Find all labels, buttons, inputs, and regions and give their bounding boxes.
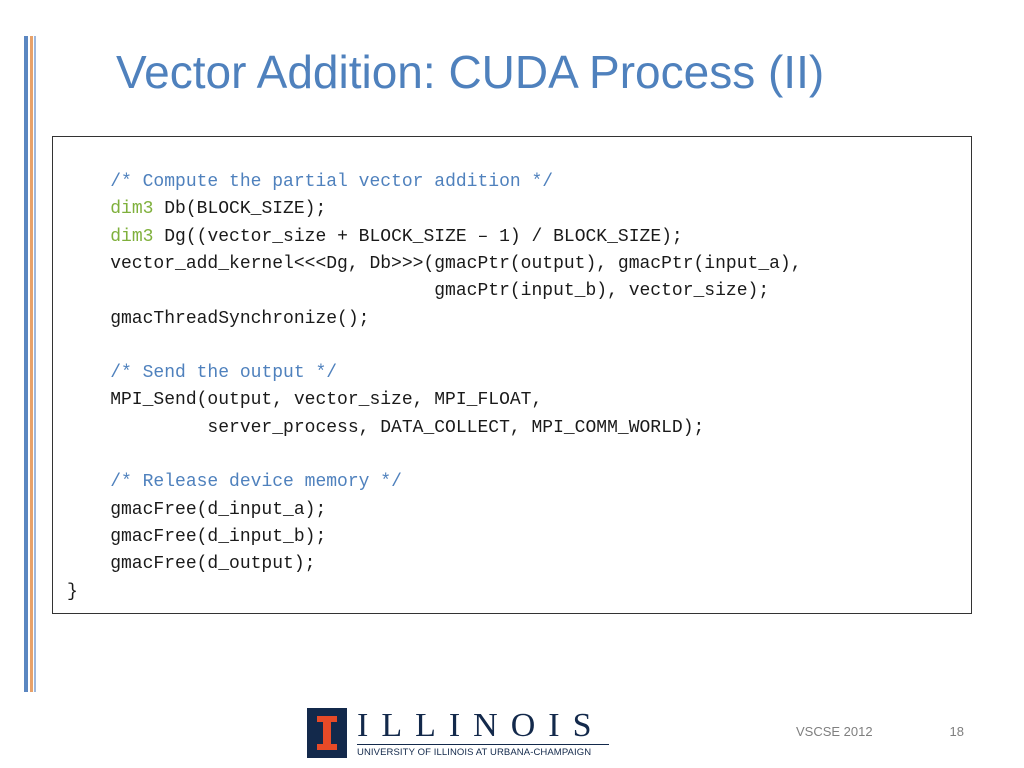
- code-text: server_process, DATA_COLLECT, MPI_COMM_W…: [67, 417, 705, 438]
- code-line: dim3 Db(BLOCK_SIZE);: [67, 196, 326, 223]
- side-bar-blue: [24, 36, 28, 692]
- code-text: [67, 227, 110, 247]
- code-text: [67, 199, 110, 219]
- code-text: }: [67, 581, 78, 602]
- code-line: gmacFree(d_input_b);: [67, 524, 326, 551]
- code-text: gmacFree(d_input_a);: [67, 499, 327, 520]
- logo-divider: [357, 744, 609, 745]
- page-number: 18: [949, 724, 964, 739]
- code-comment: /* Send the output */: [110, 363, 338, 384]
- illinois-block-i-icon: [307, 708, 347, 758]
- code-text: vector_add_kernel<<<Dg, Db>>>(gmacPtr(ou…: [67, 253, 802, 274]
- code-line: gmacFree(d_output);: [67, 551, 315, 578]
- code-text: gmacPtr(input_b), vector_size);: [67, 281, 770, 302]
- code-line: vector_add_kernel<<<Dg, Db>>>(gmacPtr(ou…: [67, 251, 802, 278]
- code-line: /* Send the output */: [67, 360, 337, 387]
- code-line: server_process, DATA_COLLECT, MPI_COMM_W…: [67, 415, 704, 442]
- code-line: gmacThreadSynchronize();: [67, 306, 369, 333]
- code-text: gmacThreadSynchronize();: [67, 308, 370, 329]
- code-text: Db(BLOCK_SIZE);: [153, 199, 327, 220]
- code-comment: /* Compute the partial vector addition *…: [110, 172, 554, 192]
- code-comment: /* Release device memory */: [110, 472, 402, 493]
- code-text: [67, 363, 110, 383]
- code-line: }: [67, 579, 78, 606]
- code-line: /* Compute the partial vector addition *…: [67, 169, 553, 196]
- code-line: dim3 Dg((vector_size + BLOCK_SIZE – 1) /…: [67, 224, 683, 251]
- side-bar-light-blue: [34, 36, 36, 692]
- illinois-logo: ILLINOIS UNIVERSITY OF ILLINOIS AT URBAN…: [307, 706, 609, 760]
- logo-subtitle: UNIVERSITY OF ILLINOIS AT URBANA-CHAMPAI…: [357, 747, 592, 758]
- footer-conference: VSCSE 2012: [796, 724, 873, 739]
- code-text: [67, 472, 110, 492]
- code-line: /* Release device memory */: [67, 469, 402, 496]
- code-text: Dg((vector_size + BLOCK_SIZE – 1) / BLOC…: [153, 226, 683, 247]
- code-line: MPI_Send(output, vector_size, MPI_FLOAT,: [67, 387, 542, 414]
- code-line: gmacFree(d_input_a);: [67, 497, 326, 524]
- code-block: /* Compute the partial vector addition *…: [52, 136, 972, 614]
- code-text: [67, 172, 110, 192]
- side-bar-orange: [30, 36, 33, 692]
- code-keyword: dim3: [110, 199, 154, 220]
- logo-wordmark: ILLINOIS: [357, 707, 605, 744]
- code-text: gmacFree(d_input_b);: [67, 526, 327, 547]
- code-text: MPI_Send(output, vector_size, MPI_FLOAT,: [67, 390, 543, 411]
- code-keyword: dim3: [110, 226, 154, 247]
- slide-title: Vector Addition: CUDA Process (II): [116, 46, 825, 98]
- code-text: gmacFree(d_output);: [67, 554, 316, 575]
- code-line: gmacPtr(input_b), vector_size);: [67, 278, 769, 305]
